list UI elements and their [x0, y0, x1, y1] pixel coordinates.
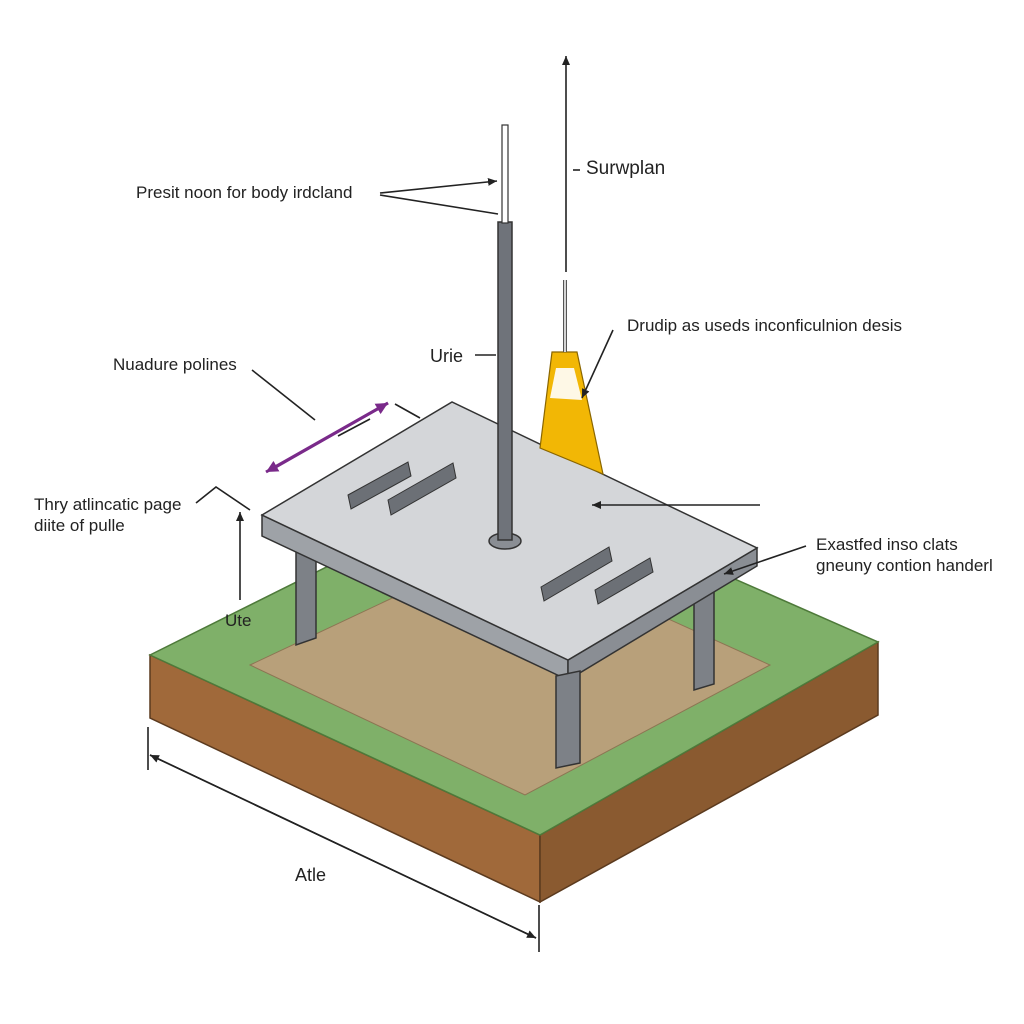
drudip-arrow	[581, 329, 614, 399]
label-thry-line2: diite of pulle	[34, 516, 125, 535]
table-slot-2	[387, 462, 457, 516]
table-slots	[347, 461, 654, 605]
label-thry-line1: Thry atlincatic page	[34, 495, 182, 514]
label-drudip: Drudip as useds inconficulnion desis	[627, 316, 902, 335]
thry-leader	[195, 486, 251, 511]
annotations	[147, 56, 807, 952]
table-legs-rear	[295, 538, 715, 692]
survey-cone	[539, 280, 604, 475]
exastified-arrow	[723, 545, 807, 575]
cone-highlight	[550, 368, 582, 400]
precision-arrow-lower	[379, 194, 499, 215]
measure-dash-2	[394, 403, 421, 419]
label-atle: Atle	[295, 865, 327, 885]
measure-dash-1	[337, 418, 371, 437]
pole-shaft	[497, 221, 513, 541]
label-measure-poles: Nuadure polines	[113, 355, 237, 374]
central-pole	[488, 124, 522, 550]
table-slot-1	[347, 461, 412, 510]
label-exastified-line1: Exastfed inso clats	[816, 535, 958, 554]
table-slot-3	[540, 546, 613, 602]
label-ute: Ute	[225, 611, 252, 630]
label-survey-plan: Surwplan	[586, 158, 666, 179]
measure-leader	[251, 369, 316, 421]
table-slot-4	[594, 557, 654, 605]
label-urie: Urie	[430, 346, 464, 366]
label-precision-note: Presit noon for body irdcland	[136, 183, 353, 202]
pole-tip	[501, 124, 509, 224]
label-exastified-line2: gneuny contion handerl	[816, 556, 993, 575]
precision-arrow-upper	[379, 177, 498, 194]
table-leg-front	[555, 670, 581, 769]
table-leg-back-right	[693, 586, 715, 692]
